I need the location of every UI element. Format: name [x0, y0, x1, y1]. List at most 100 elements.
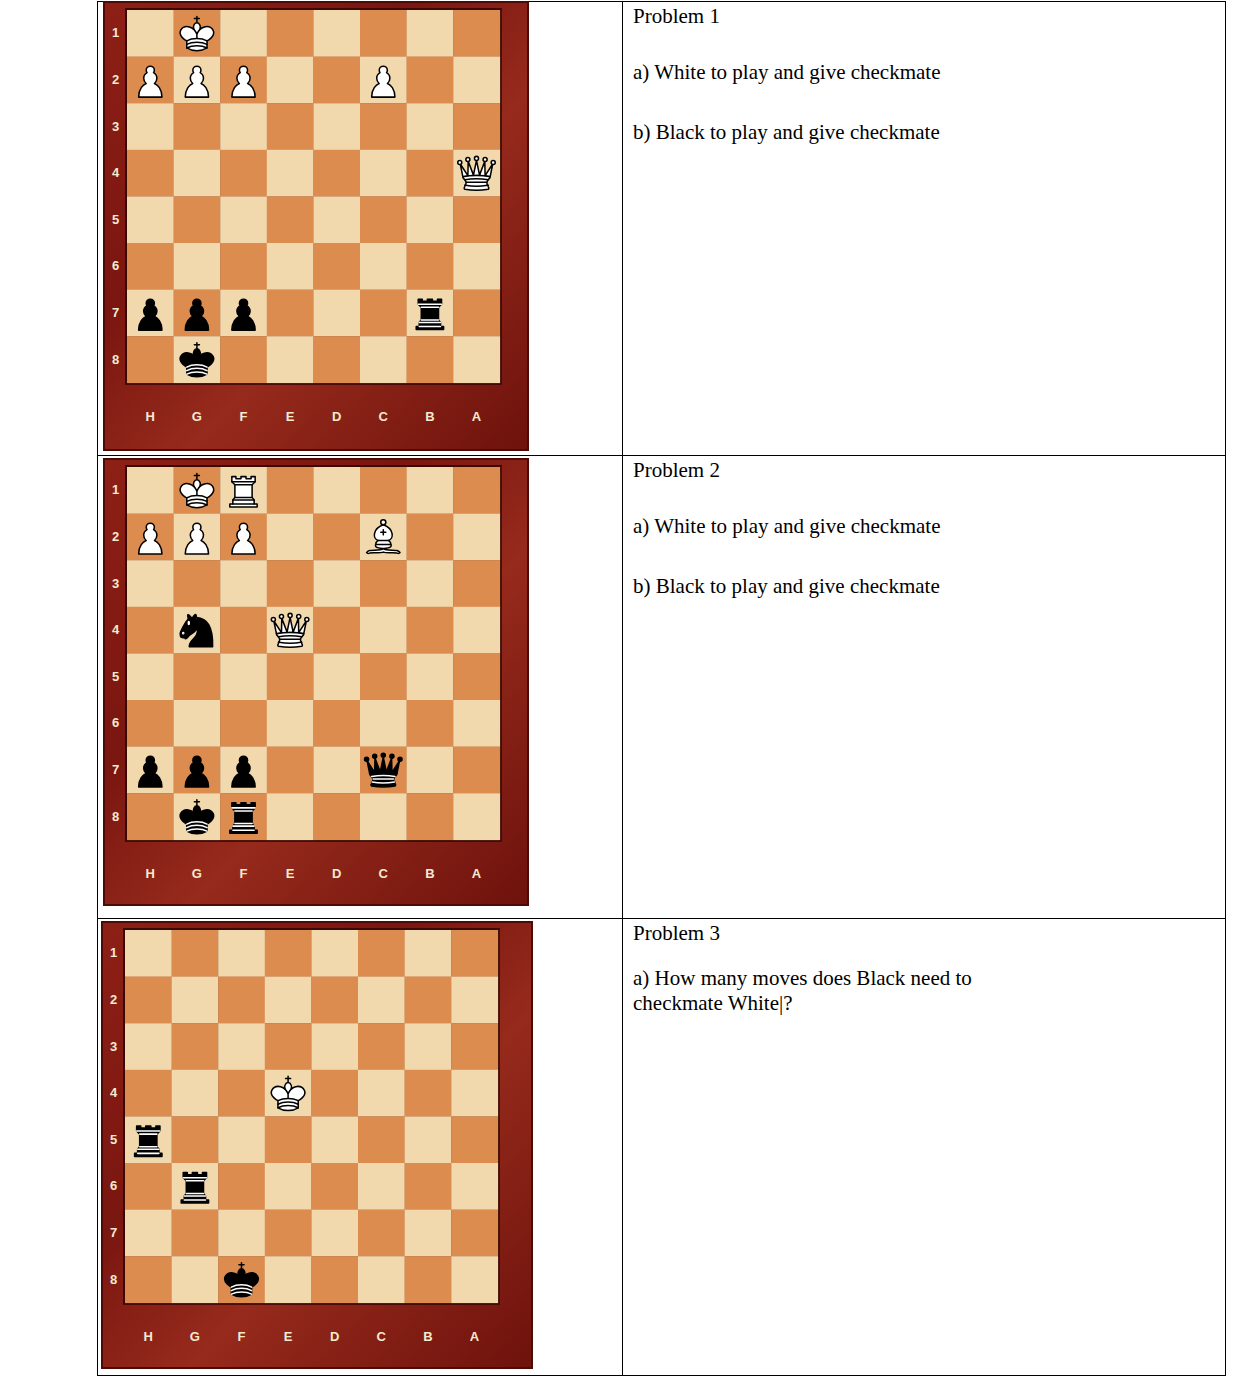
rank-label: 2: [103, 991, 125, 1009]
rank-label: 7: [105, 304, 127, 322]
piece-part: [367, 549, 400, 554]
board-square: [453, 467, 500, 514]
board-square: [220, 290, 267, 337]
board-square: [127, 607, 174, 654]
pawn-piece: [372, 66, 395, 97]
piece-part: [365, 753, 402, 761]
board-square: [172, 1256, 219, 1303]
rook-piece: [230, 803, 257, 833]
board-square: [267, 103, 314, 150]
board-square: [125, 930, 172, 977]
board-square: [313, 793, 360, 840]
board-square: [174, 747, 221, 794]
board-square: [311, 1116, 358, 1163]
rank-label: 2: [105, 528, 127, 546]
board-square: [311, 1210, 358, 1257]
piece-part: [139, 756, 162, 787]
piece-part: [271, 1086, 305, 1110]
piece-part: [180, 27, 214, 51]
problem-cell: Problem 1a) White to play and give check…: [623, 2, 1225, 455]
board-square: [127, 243, 174, 290]
piece-part: [372, 66, 395, 97]
board-square: [358, 977, 405, 1024]
board-square: [453, 653, 500, 700]
board-square: [453, 700, 500, 747]
rank-label: 6: [103, 1177, 125, 1195]
file-label: C: [372, 408, 394, 426]
problem-heading: Problem 2: [633, 458, 1028, 483]
board-square: [127, 560, 174, 607]
rank-label: 8: [103, 1271, 125, 1289]
file-label: A: [464, 1328, 486, 1346]
rank-label: 1: [105, 481, 127, 499]
board-square: [220, 607, 267, 654]
board-square: [313, 336, 360, 383]
board-square: [267, 290, 314, 337]
piece-part: [276, 632, 303, 647]
piece-part: [286, 1076, 291, 1082]
pawn-piece: [232, 523, 255, 554]
board-square: [453, 607, 500, 654]
board-square: [174, 514, 221, 561]
chess-board: [102, 922, 532, 1368]
file-label: H: [137, 1328, 159, 1346]
board-square: [407, 560, 454, 607]
file-label: E: [279, 408, 301, 426]
queen-piece: [365, 753, 402, 787]
board-square: [311, 1070, 358, 1117]
board-square: [267, 607, 314, 654]
board-square: [451, 930, 498, 977]
file-label: G: [186, 408, 208, 426]
board-square: [360, 290, 407, 337]
board-square: [360, 700, 407, 747]
file-label: D: [324, 1328, 346, 1346]
problem-task: b) Black to play and give checkmate: [633, 574, 1028, 599]
table-grid: [98, 2, 1226, 1376]
chess-boards: [102, 2, 532, 1368]
piece-part: [458, 156, 495, 164]
board-square: [451, 1163, 498, 1210]
board-square: [172, 1210, 219, 1257]
piece-part: [460, 160, 492, 176]
board-square: [313, 467, 360, 514]
board-square: [267, 793, 314, 840]
problem-heading: Problem 3: [633, 921, 1028, 946]
piece-part: [180, 484, 214, 508]
piece-part: [187, 39, 207, 48]
board-square: [267, 653, 314, 700]
king-piece: [180, 474, 214, 508]
board-square: [313, 607, 360, 654]
board-square: [127, 514, 174, 561]
pawn-piece: [232, 66, 255, 97]
pawn-piece: [139, 299, 162, 330]
board-square: [218, 930, 265, 977]
board-square: [360, 467, 407, 514]
board-square: [174, 196, 221, 243]
piece-part: [181, 1173, 208, 1203]
piece-part: [463, 175, 490, 190]
file-label: C: [372, 865, 394, 883]
board-square: [407, 467, 454, 514]
board-square: [265, 1256, 312, 1303]
board-square: [360, 607, 407, 654]
piece-part: [185, 523, 208, 554]
file-label: F: [231, 1328, 253, 1346]
piece-part: [139, 66, 162, 97]
board-square: [127, 150, 174, 197]
problem-cell: Problem 3a) How many moves does Black ne…: [623, 919, 1225, 1375]
board-edge: [125, 465, 502, 842]
board-square: [220, 336, 267, 383]
board-square: [172, 977, 219, 1024]
board-square: [358, 1023, 405, 1070]
board-square: [451, 1256, 498, 1303]
board-square: [265, 1163, 312, 1210]
board-square: [267, 57, 314, 104]
piece-part: [139, 523, 162, 554]
rank-label: 5: [105, 668, 127, 686]
king-piece: [180, 17, 214, 51]
problem-task: b) Black to play and give checkmate: [633, 120, 1028, 145]
board-square: [311, 1163, 358, 1210]
board-square: [358, 1256, 405, 1303]
board-square: [218, 1023, 265, 1070]
board-square: [313, 103, 360, 150]
